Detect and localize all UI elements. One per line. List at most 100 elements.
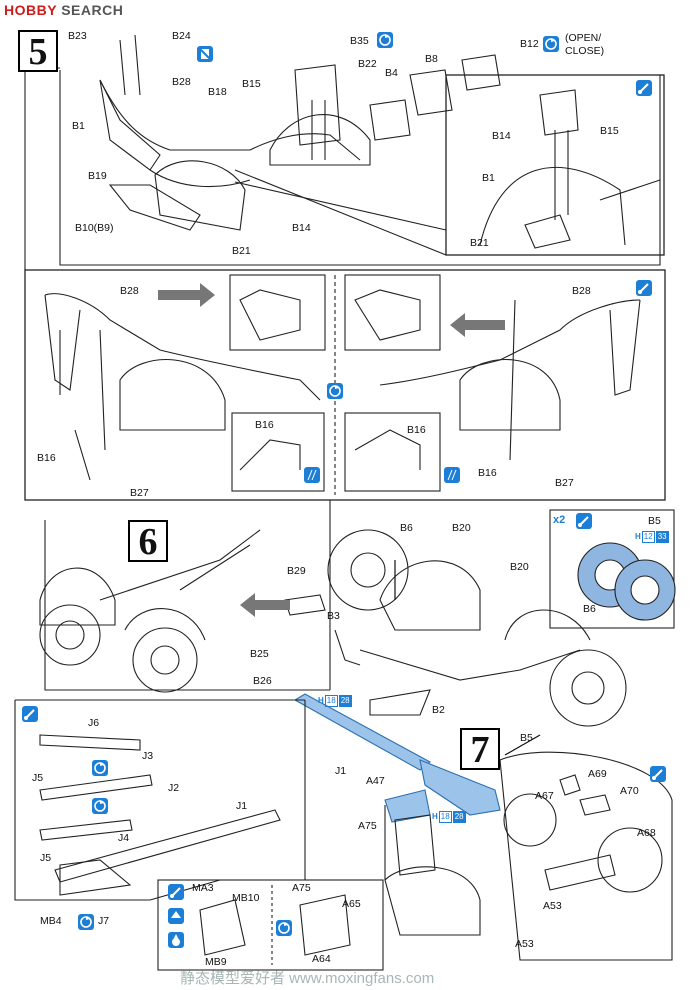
part-label: A75 <box>358 820 377 832</box>
detail-box-left-bottom <box>231 412 325 492</box>
detail-box-right-bottom <box>344 412 441 492</box>
part-label: B2 <box>432 704 445 716</box>
part-label: B6 <box>583 603 596 615</box>
part-label: J4 <box>118 832 130 844</box>
part-label: A75 <box>292 882 311 894</box>
rotate-icon <box>377 32 393 48</box>
paint-brush-icon <box>168 884 184 900</box>
part-label: B16 <box>407 424 426 436</box>
step-number-5: 5 <box>18 30 58 72</box>
part-label: MB4 <box>40 915 62 927</box>
glue-drop-icon <box>168 932 184 948</box>
paint-brush-icon <box>22 706 38 722</box>
rotate-icon <box>543 36 559 52</box>
paint-brush-icon <box>636 80 652 96</box>
part-label: B28 <box>572 285 591 297</box>
part-label: B14 <box>292 222 311 234</box>
b12-note: CLOSE) <box>565 45 605 57</box>
rotate-icon <box>276 920 292 936</box>
wheel-inset-panel <box>549 509 675 629</box>
part-label: B25 <box>250 648 269 660</box>
part-label: B26 <box>253 675 272 687</box>
part-label: B28 <box>120 285 139 297</box>
texture-icon <box>304 467 320 483</box>
b12-note: (OPEN/ <box>565 32 602 44</box>
part-label: J7 <box>98 915 110 927</box>
part-label: MA3 <box>192 882 214 894</box>
rotate-icon <box>92 760 108 776</box>
part-label: A68 <box>637 827 656 839</box>
part-label: B16 <box>255 419 274 431</box>
part-label: B29 <box>287 565 306 577</box>
part-label: J3 <box>142 750 154 762</box>
part-label: A53 <box>543 900 562 912</box>
part-label: B21 <box>470 237 489 249</box>
part-label: B21 <box>232 245 251 257</box>
part-label: B20 <box>510 561 529 573</box>
detail-box-right-top <box>344 274 441 351</box>
part-label: A47 <box>366 775 385 787</box>
part-label: B20 <box>452 522 471 534</box>
multiplier-badge: x2 <box>553 514 566 526</box>
part-label: B27 <box>130 487 149 499</box>
part-label: B28 <box>172 76 191 88</box>
rotate-icon <box>92 798 108 814</box>
paint-brush-icon <box>576 513 592 529</box>
paint-brush-icon <box>636 280 652 296</box>
part-label: MB9 <box>205 956 227 968</box>
rotate-icon <box>78 914 94 930</box>
part-label: B12 <box>520 38 539 50</box>
part-label: B1 <box>482 172 495 184</box>
gray-arrow-left <box>450 313 505 337</box>
part-label: B6 <box>400 522 413 534</box>
gray-arrow-left-step6 <box>240 593 290 617</box>
part-label: B10(B9) <box>75 222 114 234</box>
part-label: J1 <box>335 765 347 777</box>
up-arrow-icon <box>168 908 184 924</box>
site-logo: HOBBY SEARCH <box>4 2 124 18</box>
part-label: B3 <box>327 610 340 622</box>
part-label: B35 <box>350 35 369 47</box>
part-label: B1 <box>72 120 85 132</box>
part-label: B22 <box>358 58 377 70</box>
part-label: B5 <box>648 515 661 527</box>
texture-icon <box>444 467 460 483</box>
part-label: B4 <box>385 67 398 79</box>
part-label: J6 <box>88 717 100 729</box>
magazine-panel <box>157 879 384 971</box>
part-label: B16 <box>37 452 56 464</box>
part-label: J5 <box>40 852 52 864</box>
part-label: B24 <box>172 30 191 42</box>
part-label: J5 <box>32 772 44 784</box>
inset-b15-panel <box>445 74 665 256</box>
part-label: B8 <box>425 53 438 65</box>
part-label: B16 <box>478 467 497 479</box>
detail-box-left-top <box>229 274 326 351</box>
step5-frame <box>59 70 661 266</box>
step-number-6: 6 <box>128 520 168 562</box>
part-label: MB10 <box>232 892 260 904</box>
part-label: B5 <box>520 732 533 744</box>
part-label: B15 <box>242 78 261 90</box>
part-label: B15 <box>600 125 619 137</box>
part-label: J1 <box>236 800 248 812</box>
part-label: B14 <box>492 130 511 142</box>
part-label: J2 <box>168 782 180 794</box>
glue-warning-icon <box>197 46 213 62</box>
rotate-icon <box>327 383 343 399</box>
part-label: A69 <box>588 768 607 780</box>
site-watermark: 静态模型爱好者 www.moxingfans.com <box>180 970 435 987</box>
paint-brush-icon <box>650 766 666 782</box>
part-label: B27 <box>555 477 574 489</box>
part-label: A70 <box>620 785 639 797</box>
part-label: B18 <box>208 86 227 98</box>
gray-arrow-right <box>158 283 215 307</box>
part-label: B19 <box>88 170 107 182</box>
part-label: A64 <box>312 953 331 965</box>
step5b-panel <box>24 269 666 501</box>
part-label: A65 <box>342 898 361 910</box>
part-label: A67 <box>535 790 554 802</box>
